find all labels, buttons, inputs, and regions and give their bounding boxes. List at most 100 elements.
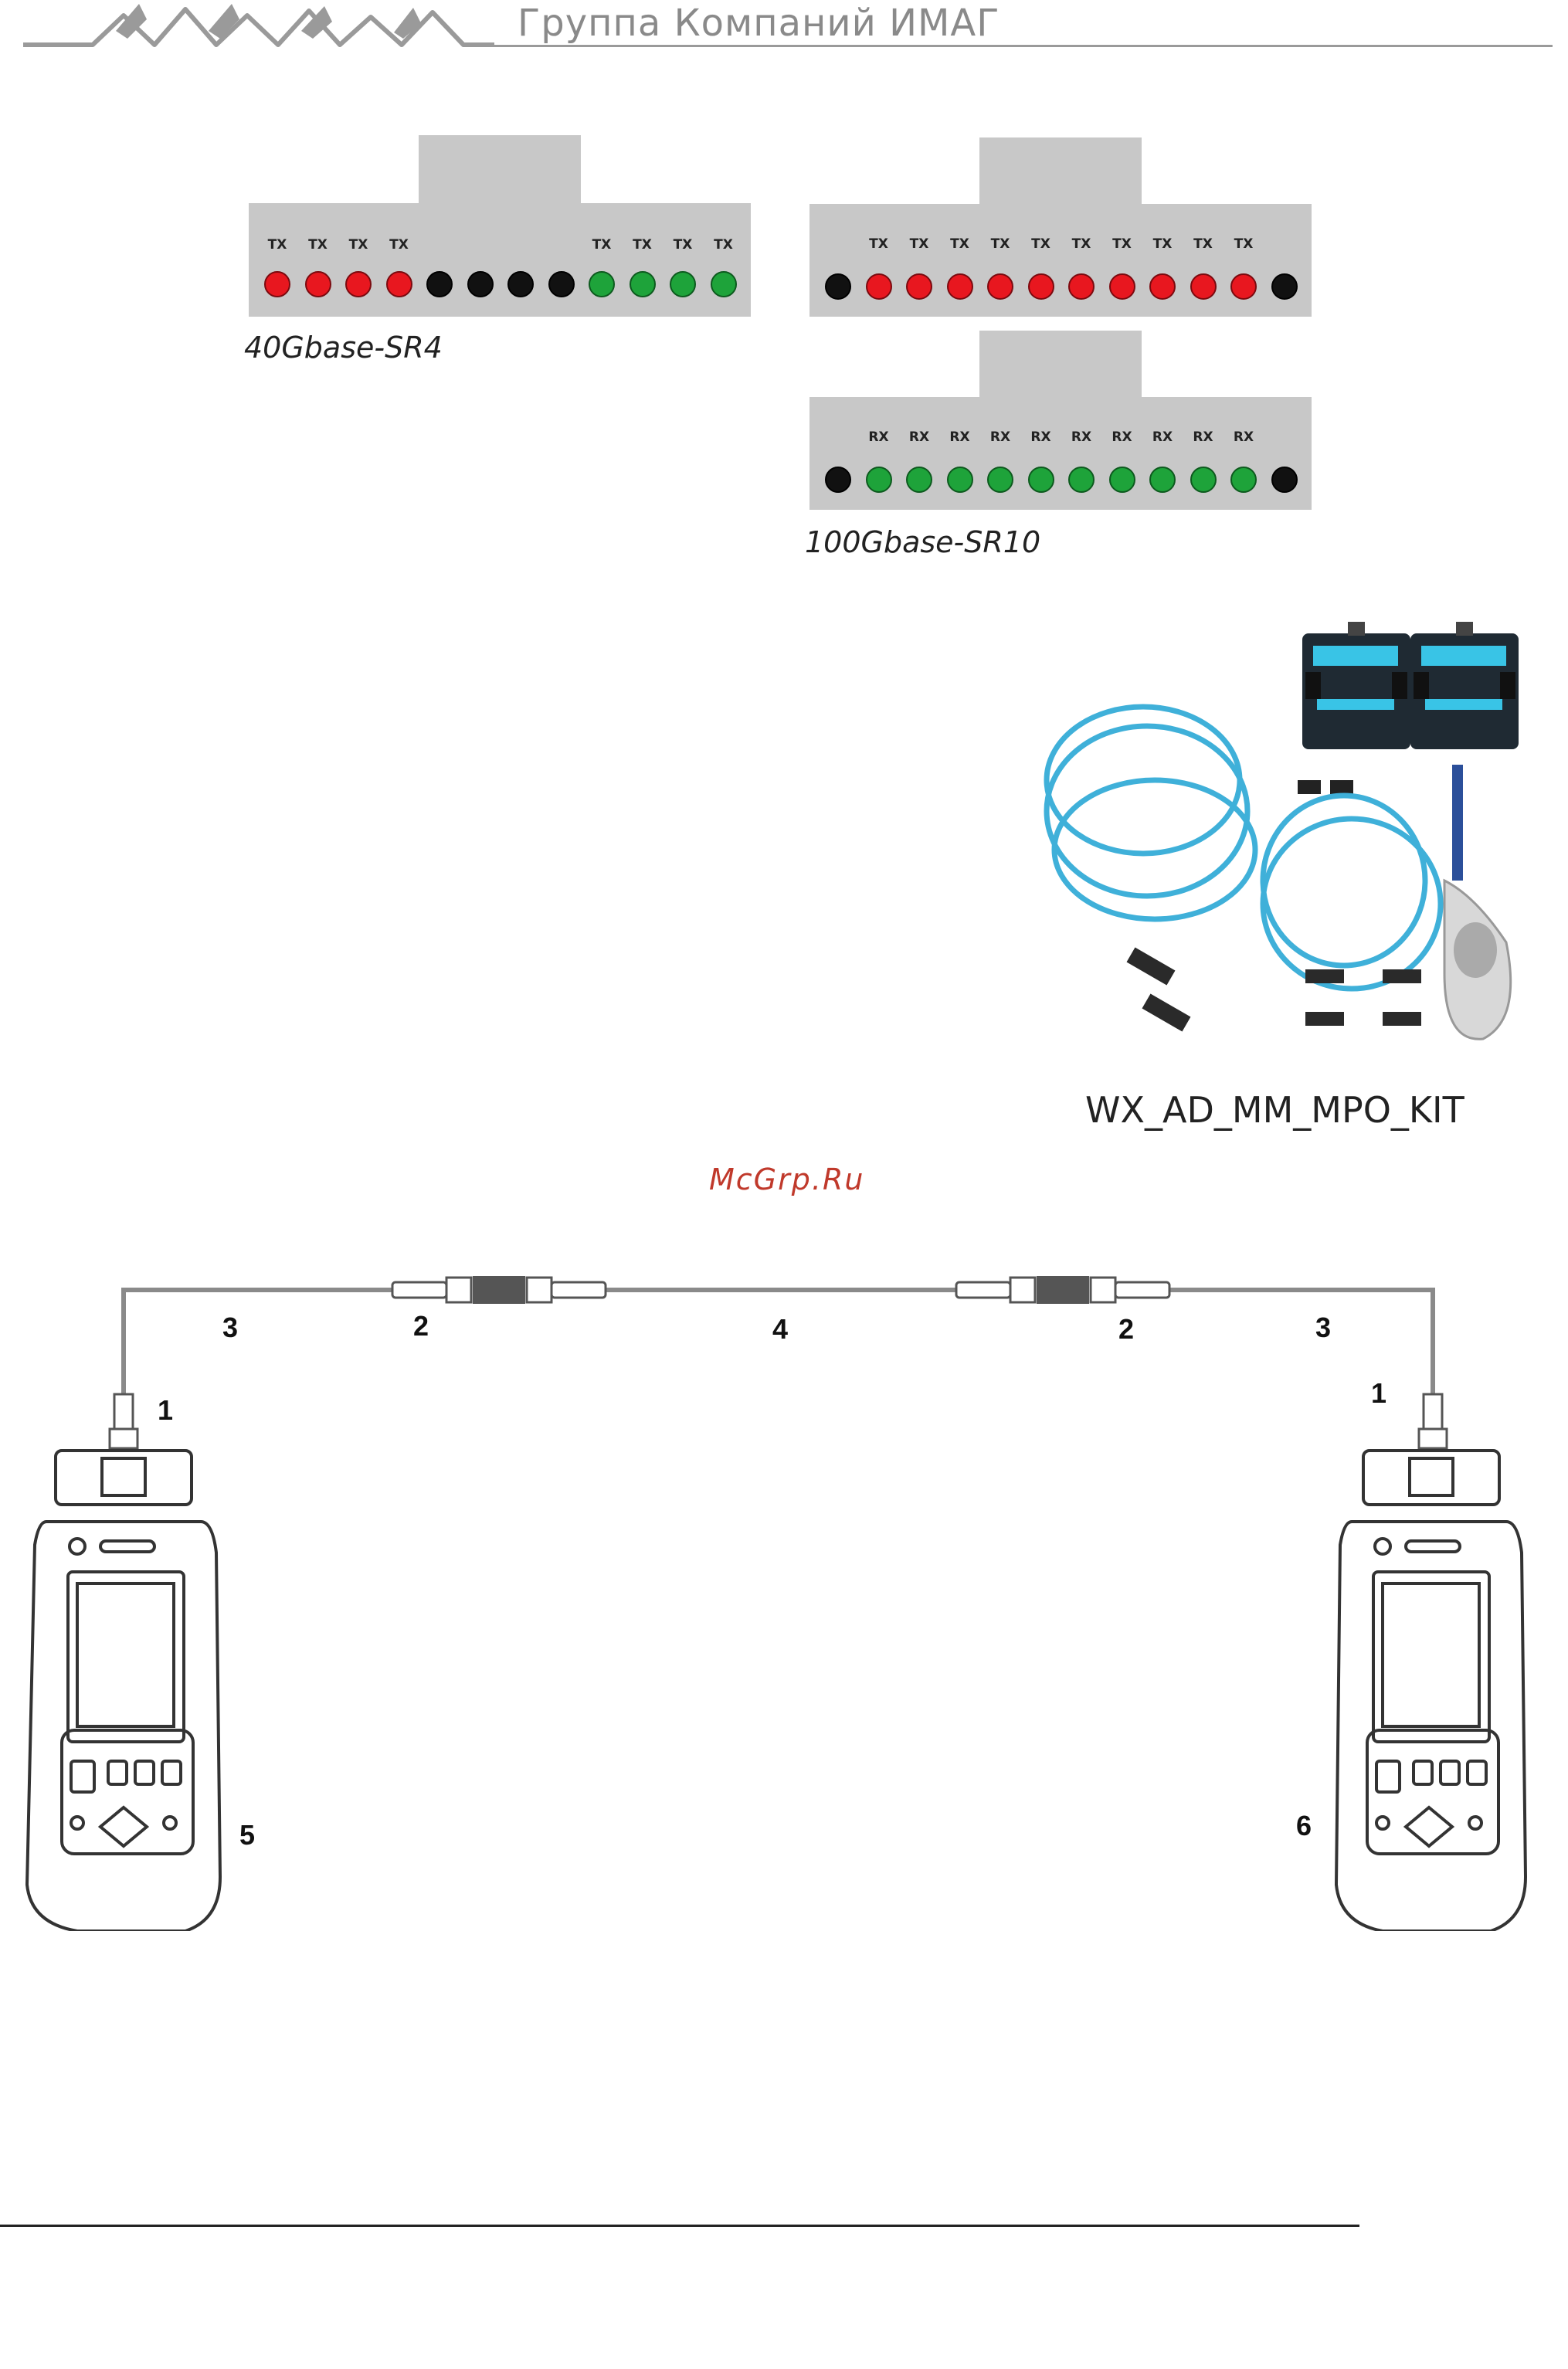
fiber-label: RX: [1152, 429, 1173, 445]
tester-device-right: [1336, 1451, 1526, 1931]
adapter-module-icon: [1302, 622, 1410, 749]
fiber-position-red: [386, 271, 412, 297]
fiber-position-green: [947, 467, 973, 493]
coupler-right: [956, 1276, 1169, 1304]
fiber-position-red: [305, 271, 331, 297]
fiber-position-green: [1190, 467, 1217, 493]
mpo-connector-100g-sr10-tx: TX TX TX TX TX TX TX TX TX TX: [809, 137, 1312, 317]
adapter-module-icon: [1410, 622, 1519, 749]
company-name: Группа Компаний ИМАГ: [518, 2, 1000, 45]
fiber-position-green: [1028, 467, 1054, 493]
test-setup-diagram: [0, 1267, 1568, 1931]
fiber-position-green: [1109, 467, 1135, 493]
fiber-label: RX: [949, 429, 969, 445]
company-logo: [23, 0, 518, 54]
fiber-position-black: [426, 271, 453, 297]
fiber-line: [1166, 1290, 1433, 1398]
fiber-label: TX: [1072, 236, 1091, 252]
fiber-position-black: [507, 271, 534, 297]
fiber-label: TX: [1112, 236, 1132, 252]
setup-label: 3: [222, 1312, 238, 1344]
fiber-label: TX: [714, 237, 733, 253]
setup-label: 1: [158, 1394, 173, 1427]
coupler-left: [392, 1276, 606, 1304]
caption-100g-sr10: 100Gbase-SR10: [805, 525, 1040, 559]
fiber-label: RX: [1193, 429, 1213, 445]
fiber-position-black: [1271, 467, 1298, 493]
fiber-label: TX: [349, 237, 368, 253]
mpo-connector-100g-sr10-rx: RX RX RX RX RX RX RX RX RX RX: [809, 331, 1312, 510]
fiber-position-green: [670, 271, 696, 297]
fiber-label: TX: [308, 237, 328, 253]
watermark: McGrp.Ru: [709, 1162, 864, 1196]
fiber-label: RX: [1071, 429, 1091, 445]
fiber-position-red: [866, 273, 892, 300]
fiber-label: TX: [1031, 236, 1050, 252]
fiber-position-red: [1149, 273, 1176, 300]
fiber-position-red: [1068, 273, 1095, 300]
fiber-label: RX: [990, 429, 1010, 445]
fiber-label: RX: [1112, 429, 1132, 445]
connector-body: [249, 203, 751, 317]
fiber-label: RX: [868, 429, 888, 445]
connector-body: [809, 397, 1312, 510]
fiber-label: TX: [1193, 236, 1213, 252]
fiber-label: RX: [1234, 429, 1254, 445]
adapter-kit-image: [1043, 618, 1522, 1058]
kit-caption: WX_AD_MM_MPO_KIT: [1085, 1089, 1464, 1131]
connector-key: [419, 135, 581, 205]
fiber-position-black: [825, 273, 851, 300]
fiber-label: TX: [389, 237, 409, 253]
fiber-position-red: [987, 273, 1013, 300]
fiber-label: TX: [633, 237, 652, 253]
fiber-position-green: [711, 271, 737, 297]
fiber-label: TX: [869, 236, 888, 252]
fiber-position-green: [1068, 467, 1095, 493]
plug-left: [110, 1394, 137, 1448]
fiber-position-red: [1109, 273, 1135, 300]
header-divider: [487, 45, 1553, 47]
fiber-position-green: [589, 271, 615, 297]
fiber-position-black: [825, 467, 851, 493]
setup-label: 4: [772, 1313, 788, 1346]
fiber-label: TX: [950, 236, 969, 252]
fiber-label: TX: [268, 237, 287, 253]
fiber-label: TX: [991, 236, 1010, 252]
fiber-position-black: [467, 271, 494, 297]
fiber-position-green: [906, 467, 932, 493]
fiber-position-red: [1190, 273, 1217, 300]
fiber-position-red: [1230, 273, 1257, 300]
fiber-position-green: [866, 467, 892, 493]
plug-right: [1419, 1394, 1447, 1448]
connector-body: [809, 204, 1312, 317]
fiber-label: TX: [674, 237, 693, 253]
fiber-position-red: [345, 271, 372, 297]
fiber-label: TX: [1153, 236, 1173, 252]
fiber-label: TX: [1234, 236, 1254, 252]
setup-label: 6: [1296, 1810, 1312, 1842]
fiber-position-green: [987, 467, 1013, 493]
fiber-line: [124, 1290, 394, 1398]
fiber-position-green: [1230, 467, 1257, 493]
fiber-position-black: [548, 271, 575, 297]
fiber-label: RX: [909, 429, 929, 445]
tester-device-left: [27, 1451, 220, 1931]
footer-divider: [0, 2225, 1359, 2227]
connector-key: [979, 331, 1142, 399]
fiber-position-red: [264, 271, 290, 297]
setup-label: 3: [1315, 1312, 1331, 1344]
fiber-position-black: [1271, 273, 1298, 300]
connector-key: [979, 137, 1142, 205]
setup-label: 2: [413, 1310, 429, 1342]
fiber-position-green: [630, 271, 656, 297]
fiber-position-red: [906, 273, 932, 300]
fiber-position-green: [1149, 467, 1176, 493]
fiber-label: TX: [592, 237, 612, 253]
fiber-label: RX: [1030, 429, 1050, 445]
fiber-position-red: [1028, 273, 1054, 300]
setup-label: 2: [1118, 1313, 1134, 1346]
caption-40g-sr4: 40Gbase-SR4: [244, 331, 443, 365]
setup-label: 5: [239, 1819, 255, 1851]
mpo-connector-40g-sr4: TX TX TX TX TX TX TX TX: [249, 135, 751, 317]
fiber-label: TX: [910, 236, 929, 252]
